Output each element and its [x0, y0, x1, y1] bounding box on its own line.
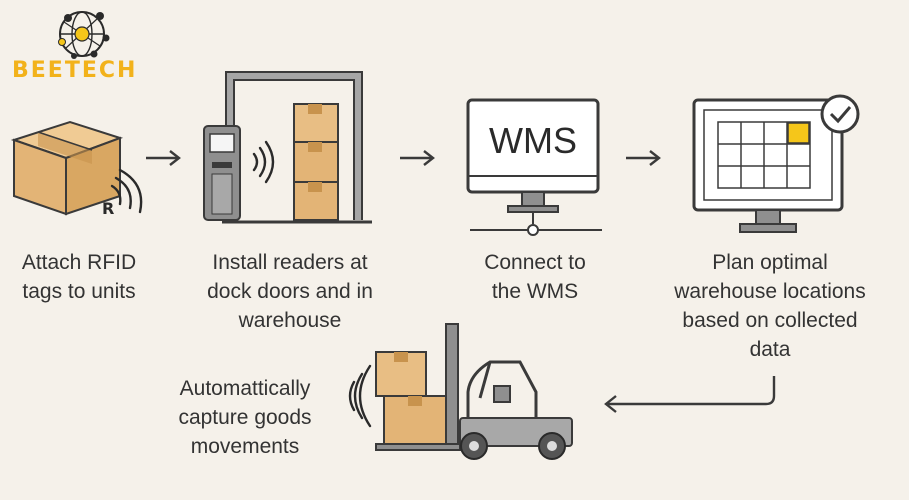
network-globe-icon — [58, 11, 110, 59]
return-arrow-icon — [604, 376, 776, 413]
svg-text:R: R — [102, 199, 114, 218]
dock-door-reader-icon — [203, 71, 372, 224]
step-4-label: Plan optimal warehouse locations based o… — [674, 251, 866, 361]
step-2-label: Install readers at dock doors and in war… — [207, 251, 373, 332]
forklift-icon — [348, 323, 573, 460]
step-5-label: Automattically capture goods movements — [178, 377, 312, 458]
step-1-label: Attach RFID tags to units — [21, 251, 137, 303]
wms-computer-icon — [466, 98, 602, 236]
location-grid-monitor-icon — [692, 94, 860, 233]
arrow-right-icon — [146, 150, 181, 166]
arrow-right-icon — [400, 150, 435, 166]
arrow-right-icon — [626, 150, 661, 166]
brand-name: BEETECH — [12, 58, 138, 83]
wms-screen-text: WMS — [489, 120, 577, 161]
step-3-label: Connect to the WMS — [484, 251, 586, 303]
rfid-tagged-box-icon: R — [10, 120, 143, 218]
